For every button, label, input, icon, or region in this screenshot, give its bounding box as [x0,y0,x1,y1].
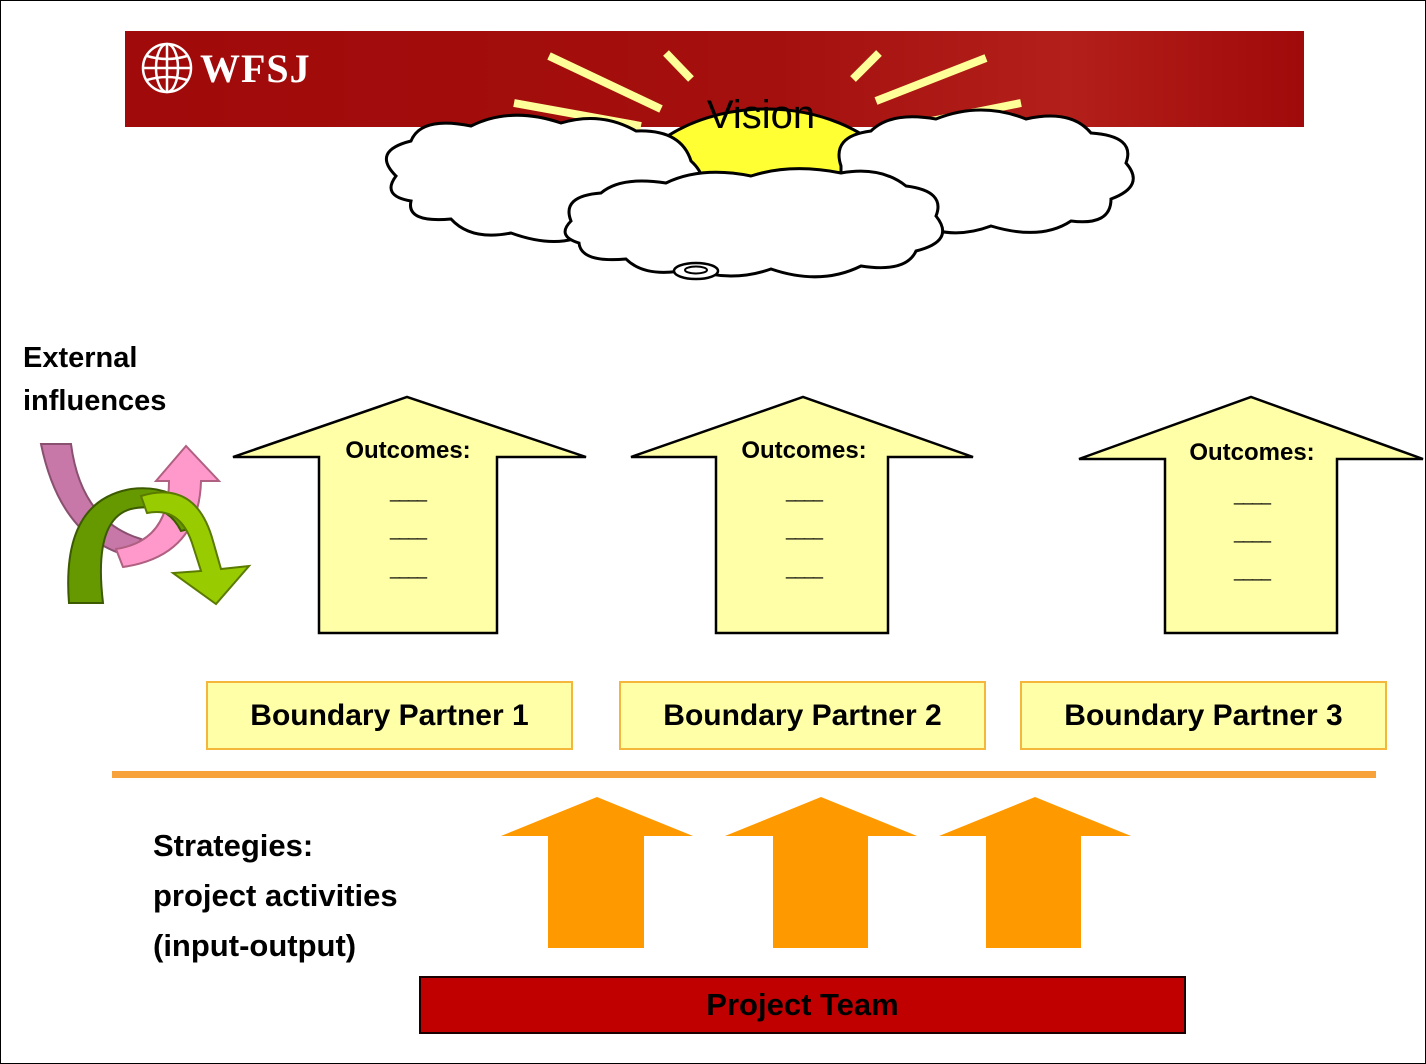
wfsj-logo: WFSJ [138,39,311,97]
project-team-box: Project Team [419,976,1186,1034]
external-influences-label: External influences [23,337,166,423]
cloud-puff [672,261,720,281]
outcome-line: ____ [389,520,427,540]
cloud-puff-inner [684,265,708,275]
strategies-line-2: project activities [153,878,398,913]
external-line-1: External [23,342,138,374]
outcome-line: ____ [1233,485,1271,505]
outcome-title-3: Outcomes: [1189,439,1315,466]
logo-text: WFSJ [200,45,311,91]
strategy-arrow-1 [501,797,693,948]
vision-label: Vision [706,93,816,137]
strategies-line-3: (input-output) [153,928,357,963]
divider-line [112,771,1376,778]
outcome-line: ____ [785,520,823,540]
outcome-line: ____ [1233,523,1271,543]
outcome-title-2: Outcomes: [741,437,867,464]
boundary-partner-2: Boundary Partner 2 [619,681,986,750]
strategies-label: Strategies: project activities (input-ou… [153,821,398,971]
external-influence-arrows [39,443,252,606]
header-banner [125,31,1304,127]
outcome-arrow-3 [1078,395,1424,635]
strategy-arrow-3 [939,797,1131,948]
outcome-line: ____ [785,482,823,502]
light-green-down-arrow [139,491,252,606]
strategy-arrow-2 [725,797,917,948]
outcome-title-1: Outcomes: [345,437,471,464]
outcome-arrow-2 [630,395,974,635]
outcome-line: ____ [1233,561,1271,581]
boundary-partner-1: Boundary Partner 1 [206,681,573,750]
outcome-arrow-1 [232,395,587,635]
boundary-partner-3: Boundary Partner 3 [1020,681,1387,750]
outcome-line: ____ [389,559,427,579]
external-line-2: influences [23,385,167,417]
strategies-line-1: Strategies: [153,828,314,863]
outcome-line: ____ [389,482,427,502]
globe-icon [141,42,193,94]
cloud-bottom [563,167,945,279]
outcome-line: ____ [785,559,823,579]
